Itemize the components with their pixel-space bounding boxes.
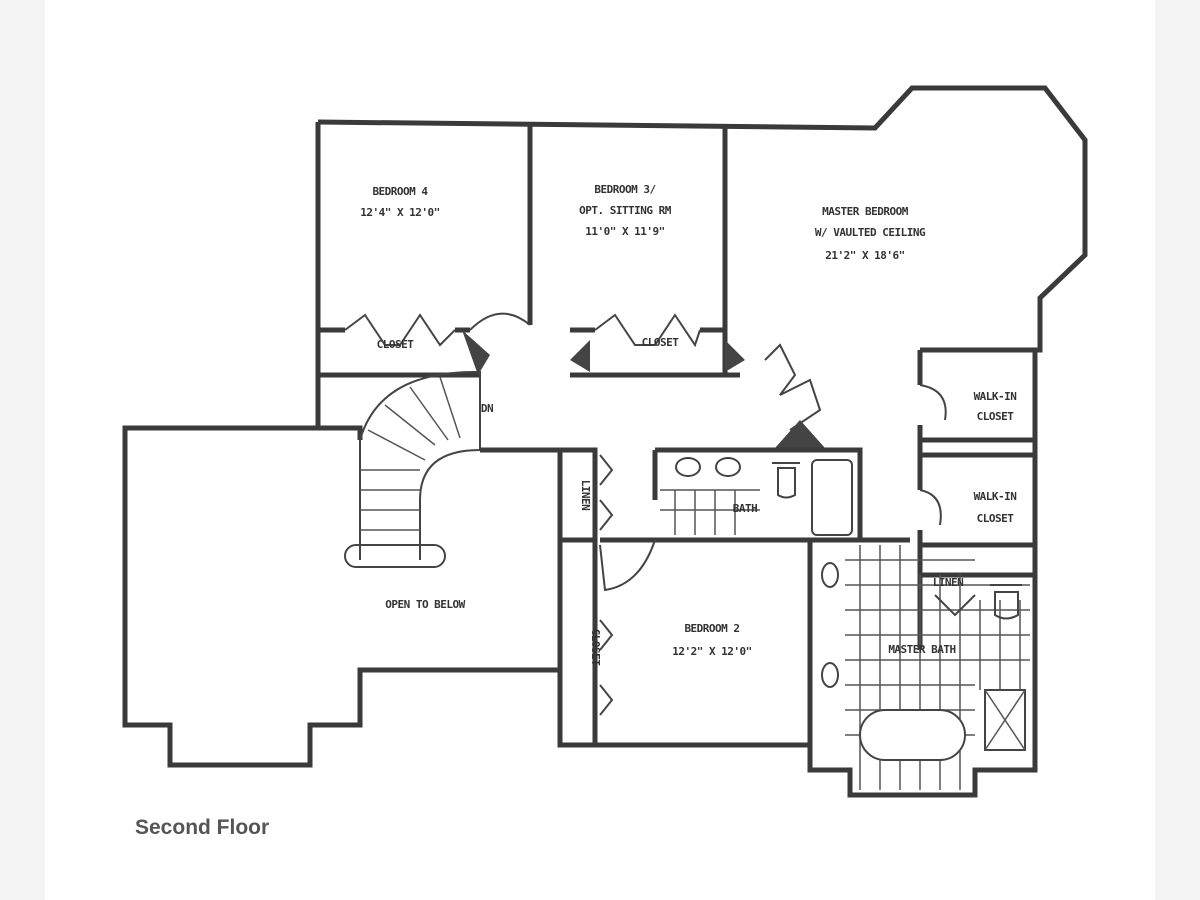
bedroom4-door-swing — [469, 312, 531, 331]
closet-label: CLOSET — [377, 338, 415, 351]
room-size: 12'2" X 12'0" — [672, 645, 752, 658]
linen-door — [934, 594, 976, 617]
stair-landing — [344, 544, 446, 568]
room-size: 11'0" X 11'9" — [585, 225, 665, 238]
room-name: BATH — [733, 502, 758, 515]
room-size: 12'4" X 12'0" — [360, 206, 440, 219]
shower-cross — [984, 689, 1026, 751]
walkin-door-swing — [919, 384, 947, 526]
bedroom3-closet-doors — [594, 313, 701, 348]
hall-linen-wall — [560, 447, 598, 543]
toilet-icon — [990, 584, 1022, 620]
sink-icon — [675, 457, 701, 477]
bath-wall — [600, 447, 863, 543]
closet-label: CLOSET — [589, 629, 602, 667]
room-name: MASTER BEDROOM — [822, 205, 909, 218]
linen-doors — [599, 454, 614, 531]
bathtub-icon — [859, 709, 966, 761]
toilet-icon — [772, 462, 800, 499]
bathtub-icon — [811, 459, 853, 536]
linen-label: LINEN — [933, 576, 964, 589]
sink-icon — [715, 457, 741, 477]
bedroom3-closet-wall — [570, 327, 740, 378]
room-name-line2: W/ VAULTED CEILING — [815, 226, 926, 239]
room-name: OPEN TO BELOW — [385, 598, 465, 611]
closet-label-line2: CLOSET — [977, 512, 1015, 525]
closet-label-line2: CLOSET — [977, 410, 1015, 423]
room-name: BEDROOM 4 — [372, 185, 428, 198]
closet-label: WALK-IN — [974, 390, 1017, 403]
shower-icon — [984, 689, 1026, 751]
wall-wedge — [462, 330, 490, 375]
room-size: 21'2" X 18'6" — [825, 249, 905, 262]
room-name: MASTER BATH — [888, 643, 955, 656]
closet-label: CLOSET — [642, 336, 680, 349]
room-name: BEDROOM 2 — [684, 622, 739, 635]
closet-doors — [599, 619, 614, 716]
open-below-wall — [480, 447, 563, 745]
master-bath-wall — [807, 537, 910, 770]
wall-wedge — [570, 340, 745, 372]
staircase — [359, 370, 481, 560]
bedroom2-door-swing — [599, 539, 656, 592]
sink-icon — [821, 662, 839, 688]
room-name: BEDROOM 3/ — [594, 183, 656, 196]
linen-label: LINEN — [579, 480, 592, 511]
stair-treads — [360, 376, 461, 531]
floor-caption: Second Floor — [135, 816, 269, 839]
room-name-line2: OPT. SITTING RM — [579, 204, 672, 217]
closet-label: WALK-IN — [974, 490, 1017, 503]
wall-wedge — [775, 420, 825, 448]
bath-tile-grid — [660, 489, 760, 535]
bedroom4-closet-wall — [318, 327, 480, 378]
floor-plan-sheet — [45, 0, 1155, 900]
master-door — [764, 343, 822, 431]
bedroom4-closet-doors — [344, 313, 456, 347]
stairs-down-label: DN — [481, 402, 493, 415]
exterior-wall — [122, 85, 1088, 798]
sink-icon — [821, 562, 839, 588]
